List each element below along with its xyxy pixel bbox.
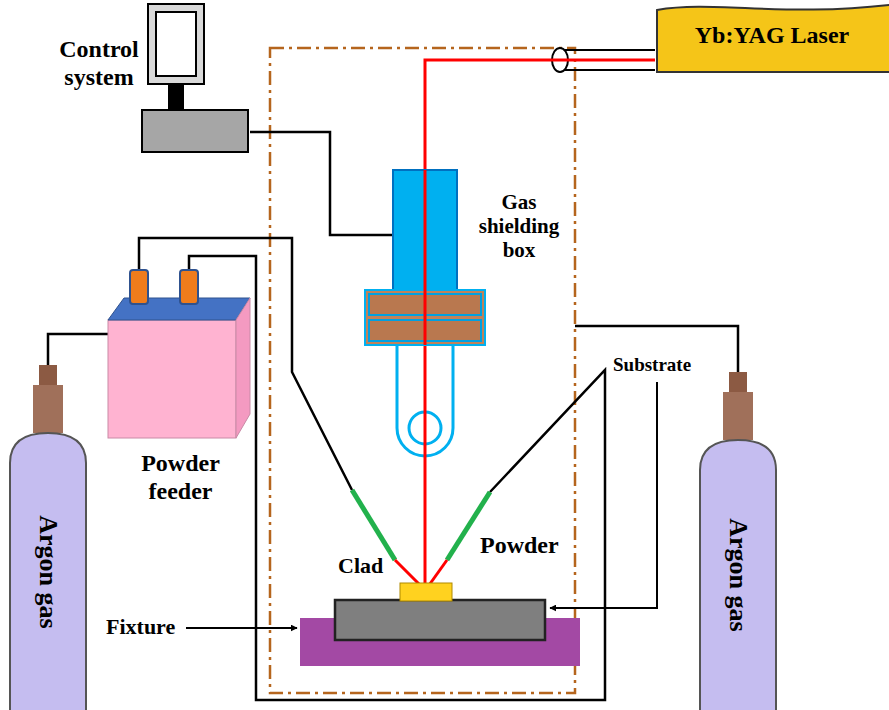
- node-shape: [393, 170, 573, 345]
- node-label: Control system: [52, 36, 146, 91]
- gas-cylinder: [10, 433, 86, 710]
- node-label: Yb:YAG Laser: [655, 22, 889, 50]
- part-label: Substrate: [613, 354, 691, 376]
- powder-hose: [189, 256, 605, 700]
- powder-feeder: Powder feeder: [108, 262, 257, 527]
- node-label: Powder feeder: [108, 450, 253, 505]
- laser-beam: [424, 345, 427, 588]
- powder-canister: [130, 270, 148, 304]
- part-label: Fixture: [106, 614, 175, 639]
- powder-nozzle: [352, 490, 395, 560]
- laser-beam: [424, 170, 427, 345]
- fiber-cable: [565, 69, 655, 71]
- argon-cylinder: Argon gas: [700, 372, 776, 710]
- part-label: Powder: [480, 532, 559, 560]
- gas-cylinder: [700, 440, 776, 710]
- monitor-frame: [148, 4, 204, 84]
- argon-cylinder: Argon gas: [10, 365, 86, 710]
- monitor-stand: [168, 84, 184, 110]
- node-label: Argon gas: [723, 518, 753, 631]
- cylinder-valve: [39, 365, 57, 385]
- powder-canister: [180, 270, 198, 304]
- laser-box: Yb:YAG Laser: [655, 0, 889, 72]
- leader-line: [550, 382, 657, 608]
- clad-layer: [400, 583, 452, 601]
- node-label: Gas shielding box: [469, 190, 569, 262]
- gas-shielding-box: Gas shielding box: [393, 170, 573, 345]
- enclosure-outline: [270, 48, 575, 693]
- computer-base: [142, 110, 248, 152]
- cylinder-valve: [729, 372, 747, 392]
- monitor-screen: [156, 12, 196, 76]
- connector-line: [250, 132, 393, 235]
- part-label: Clad: [338, 553, 383, 578]
- feeder-side: [236, 298, 250, 438]
- connector-line: [48, 334, 108, 365]
- cylinder-neck: [33, 385, 63, 433]
- leader-line: [186, 627, 297, 629]
- fiber-cable: [565, 49, 655, 51]
- node-label: Argon gas: [33, 515, 63, 628]
- substrate-plate: [335, 600, 545, 640]
- cylinder-neck: [723, 392, 753, 440]
- control-computer: Control system: [50, 0, 250, 156]
- feeder-body: [108, 320, 236, 438]
- connector-line: [425, 60, 655, 170]
